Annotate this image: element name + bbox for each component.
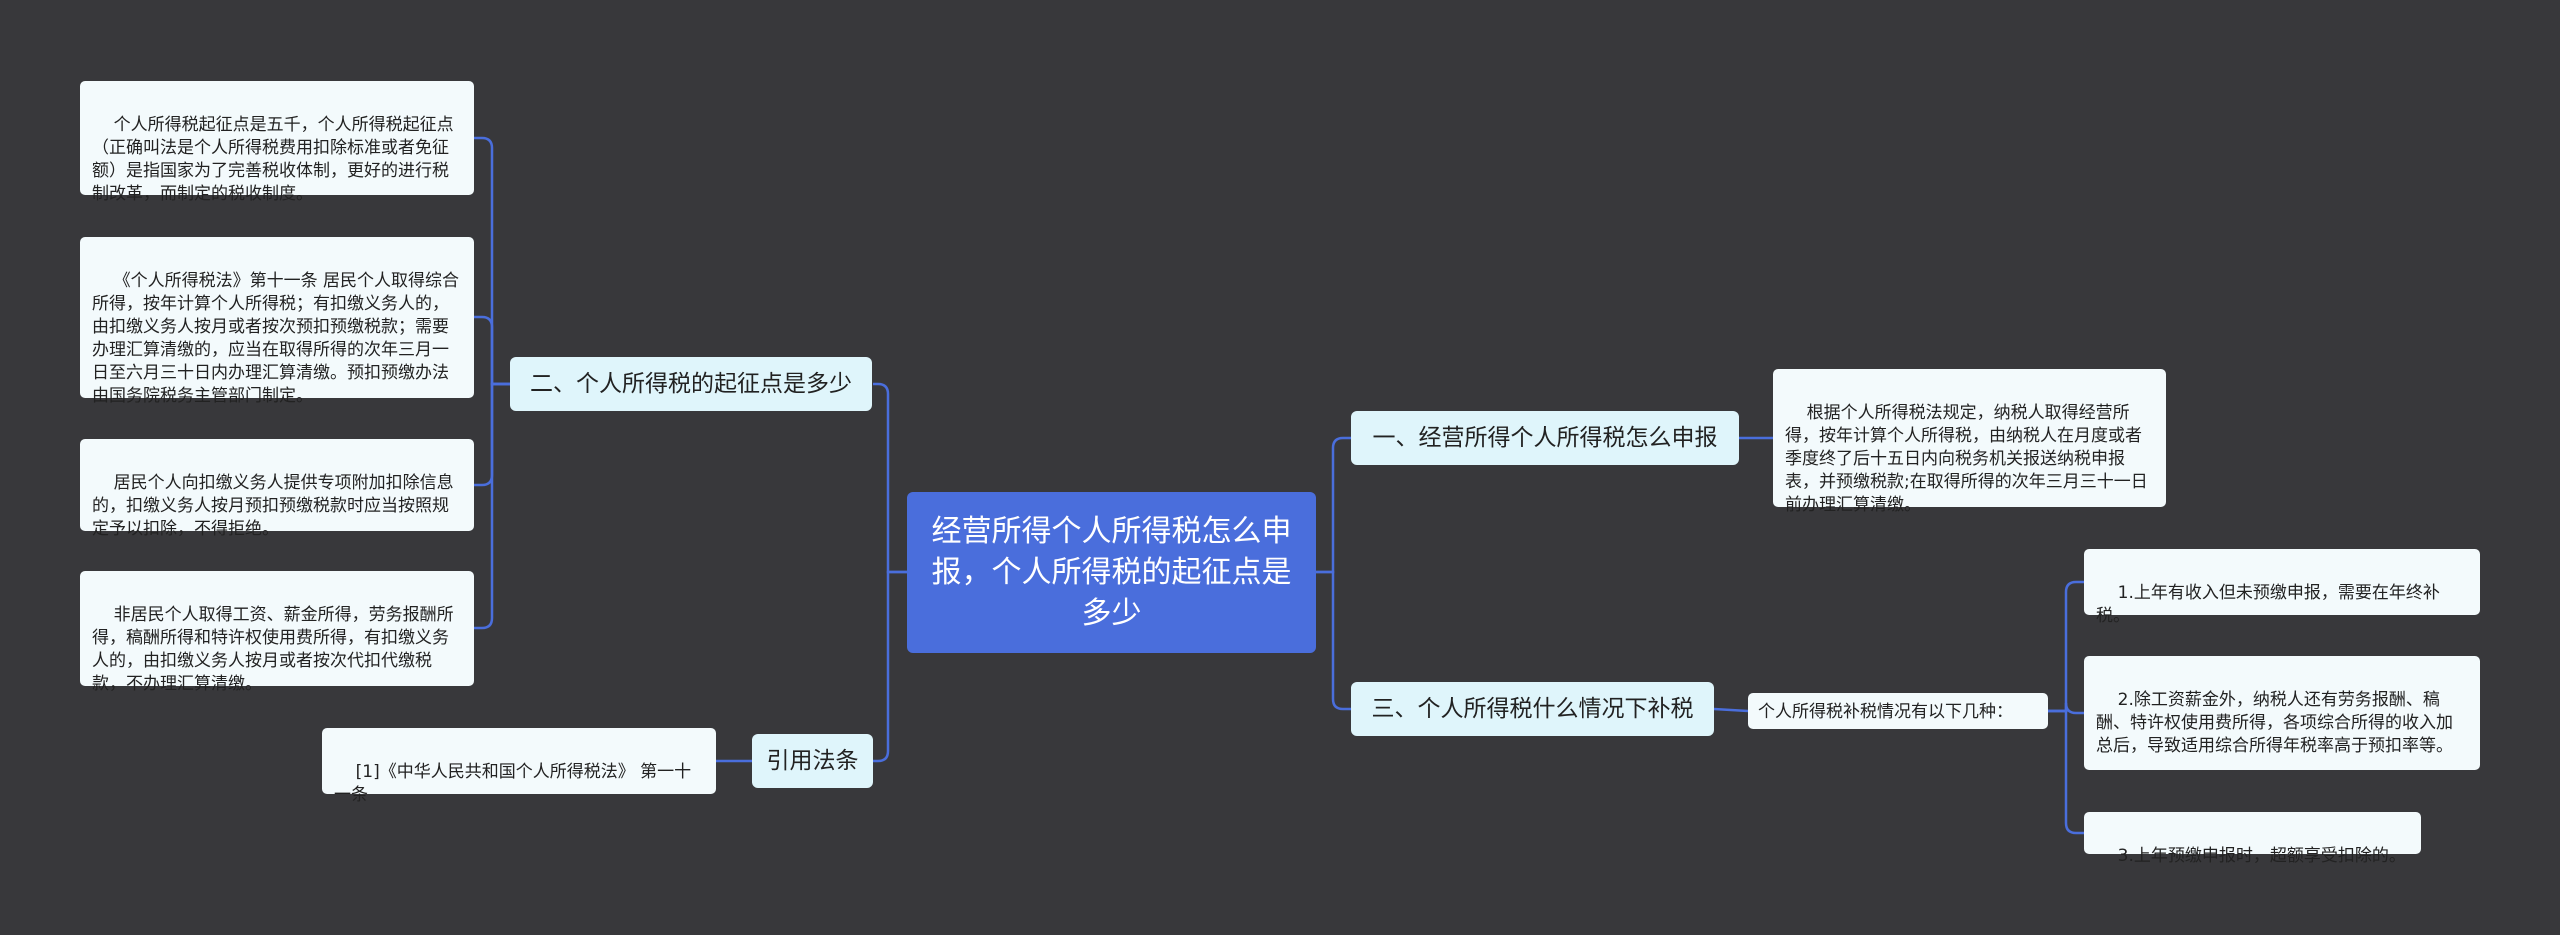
leaf-law-reference[interactable]: [1]《中华人民共和国个人所得税法》 第一十一条	[322, 728, 716, 805]
leaf-supplement-1[interactable]: 1.上年有收入但未预缴申报，需要在年终补税。	[2084, 549, 2480, 626]
branch-supplement-label: 三、个人所得税什么情况下补税	[1371, 696, 1694, 722]
branch-law-citation-label: 引用法条	[766, 748, 859, 774]
link-intro-item1	[2048, 580, 2084, 713]
leaf-declare-rule[interactable]: 根据个人所得税法规定，纳税人取得经营所得，按年计算个人所得税，由纳税人在月度或者…	[1773, 369, 2166, 515]
branch-law-citation[interactable]: 引用法条	[752, 734, 873, 788]
branch-declare[interactable]: 一、经营所得个人所得税怎么申报	[1351, 411, 1739, 465]
link-supplement-intro	[1713, 707, 1749, 713]
link-intro-item2	[2048, 702, 2084, 715]
link-root-declare	[1316, 436, 1351, 574]
branch-threshold[interactable]: 二、个人所得税的起征点是多少	[510, 357, 872, 411]
leaf-non-resident[interactable]: 非居民个人取得工资、薪金所得，劳务报酬所得，稿酬所得和特许权使用费所得，有扣缴义…	[80, 571, 474, 694]
supplement-intro[interactable]: 个人所得税补税情况有以下几种：	[1748, 693, 2048, 729]
leaf-special-deduction[interactable]: 居民个人向扣缴义务人提供专项附加扣除信息的，扣缴义务人按月预扣预缴税款时应当按照…	[80, 439, 474, 539]
root-topic[interactable]: 经营所得个人所得税怎么申报，个人所得税的起征点是多少	[907, 492, 1316, 653]
link-threshold-leaf1	[474, 136, 510, 386]
branch-threshold-label: 二、个人所得税的起征点是多少	[530, 371, 852, 397]
root-topic-label: 经营所得个人所得税怎么申报，个人所得税的起征点是多少	[931, 514, 1292, 631]
link-root-law	[873, 570, 907, 763]
link-intro-item3	[2048, 709, 2084, 835]
link-root-threshold	[873, 382, 907, 574]
leaf-supplement-3[interactable]: 3.上年预缴申报时，超额享受扣除的。	[2084, 812, 2421, 866]
branch-declare-label: 一、经营所得个人所得税怎么申报	[1372, 425, 1718, 451]
branch-supplement[interactable]: 三、个人所得税什么情况下补税	[1351, 682, 1714, 736]
leaf-tax-law-article-11[interactable]: 《个人所得税法》第十一条 居民个人取得综合所得，按年计算个人所得税；有扣缴义务人…	[80, 237, 474, 406]
link-root-supplement	[1316, 570, 1351, 711]
leaf-threshold-definition[interactable]: 个人所得税起征点是五千，个人所得税起征点（正确叫法是个人所得税费用扣除标准或者免…	[80, 81, 474, 204]
leaf-supplement-2[interactable]: 2.除工资薪金外，纳税人还有劳务报酬、稿酬、特许权使用费所得，各项综合所得的收入…	[2084, 656, 2480, 770]
link-threshold-leaf2	[474, 315, 510, 386]
link-threshold-leaf4	[474, 382, 510, 630]
